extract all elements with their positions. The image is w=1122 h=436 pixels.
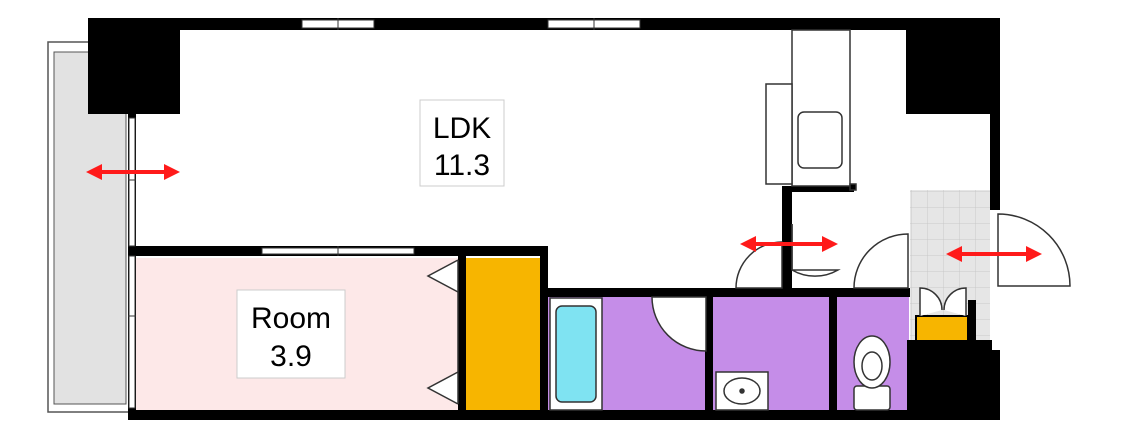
arrow-icon xyxy=(86,164,1042,262)
bathtub-icon xyxy=(549,297,603,411)
kitchen-sink-icon xyxy=(797,111,843,169)
room-name: Room xyxy=(251,302,331,335)
closet xyxy=(466,258,540,413)
closet-door xyxy=(426,259,459,405)
room-size: 3.9 xyxy=(270,340,312,373)
washbasin-icon xyxy=(715,371,769,411)
window-icon xyxy=(128,18,641,409)
ldk-label: LDK 11.3 xyxy=(419,99,505,187)
kitchen-counter xyxy=(765,29,857,191)
room-label: Room 3.9 xyxy=(236,289,346,379)
toilet-icon xyxy=(853,335,891,411)
ldk-name: LDK xyxy=(433,112,491,145)
ldk-floor xyxy=(136,28,991,250)
ldk-size: 11.3 xyxy=(434,149,490,182)
